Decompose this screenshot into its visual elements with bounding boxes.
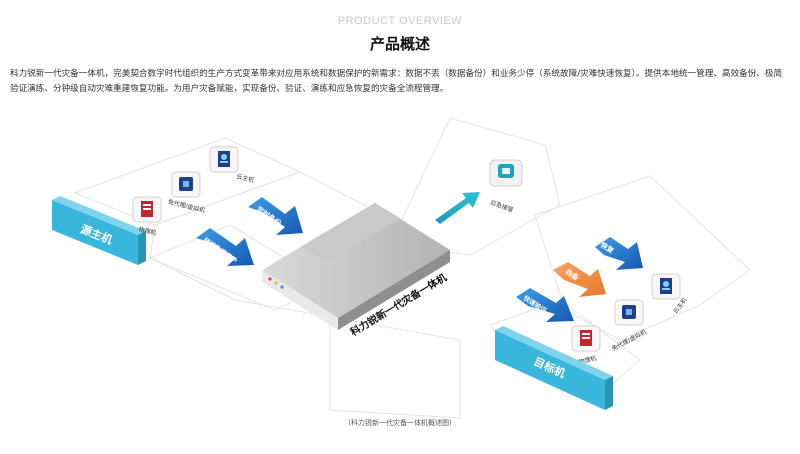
target-host-virtual: 免代理/虚拟机 (610, 299, 648, 353)
source-host-physical: 物理机 (132, 196, 162, 237)
arrow-emergency-takeover (435, 192, 480, 224)
emergency-label: 应急接管 (489, 198, 514, 214)
arrow-scheduled-backup: 定时备份 (248, 197, 303, 235)
arrow-hot-backup: 热备 (553, 262, 606, 297)
emergency-node: 应急接管 (489, 159, 523, 214)
arrow-recover: 恢复 (595, 237, 643, 270)
source-host-cloud: 云主机 (209, 146, 255, 184)
page-title: 产品概述 (369, 35, 430, 53)
diagram-caption: (科力锐新一代灾备一体机概述图) (348, 419, 452, 427)
target-host-label: 免代理/虚拟机 (610, 328, 647, 353)
section-kicker: PRODUCT OVERVIEW (337, 15, 463, 27)
source-host-virtual: 免代理/虚拟机 (167, 171, 206, 215)
source-host-label: 云主机 (236, 172, 255, 184)
overview-description: 科力锐新一代灾备一体机，完美契合数字时代组织的生产方式变革带来对应用系统和数据保… (10, 69, 783, 94)
source-block: 源主机 (52, 196, 146, 265)
arrow-quick-verify: 快速验证 (516, 288, 574, 322)
source-host-label: 免代理/虚拟机 (167, 198, 206, 215)
target-block: 目标机 (495, 326, 613, 410)
target-host-cloud: 云主机 (651, 273, 689, 315)
